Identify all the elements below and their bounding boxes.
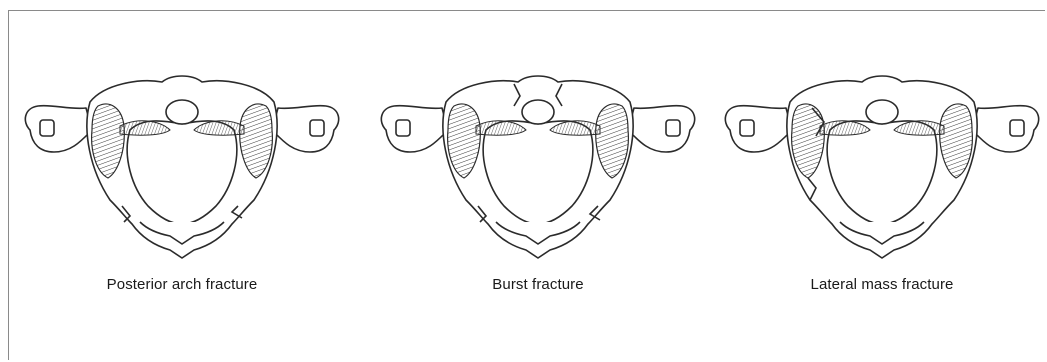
atlas-illustration [712, 60, 1047, 280]
caption-lateral-mass: Lateral mass fracture [712, 276, 1047, 293]
atlas-illustration [368, 60, 708, 280]
caption-burst: Burst fracture [368, 276, 708, 293]
caption-posterior-arch: Posterior arch fracture [12, 276, 352, 293]
vertebra-diagram-burst [368, 60, 708, 280]
vertebra-diagram-posterior-arch [12, 60, 352, 280]
vertebra-diagram-lateral-mass [712, 60, 1047, 280]
atlas-illustration [12, 60, 352, 280]
